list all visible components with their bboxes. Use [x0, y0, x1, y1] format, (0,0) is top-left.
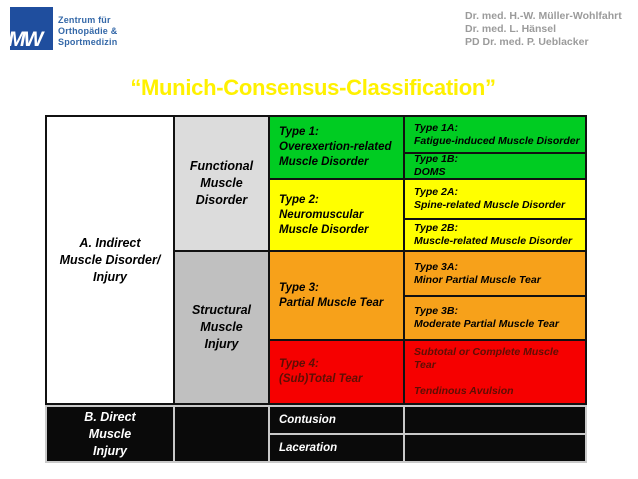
cell-type-3a: Type 3A: Minor Partial Muscle Tear [405, 252, 585, 295]
classification-table: A. Indirect Muscle Disorder/ Injury Func… [45, 115, 587, 405]
cell-laceration: Laceration [270, 435, 403, 461]
cell-type-2b: Type 2B: Muscle-related Muscle Disorder [405, 220, 585, 250]
cell-type-2: Type 2: Neuromuscular Muscle Disorder [270, 180, 403, 250]
type-4-detail-line: Tendinous Avulsion [414, 385, 514, 397]
cell-direct-injury: B. Direct Muscle Injury [47, 407, 173, 461]
type-4-detail-line: Subtotal or Complete Muscle Tear [414, 346, 559, 371]
slide-title: “Munich-Consensus-Classification” [130, 75, 496, 100]
cell-functional-disorder: Functional Muscle Disorder [175, 117, 268, 250]
author-name: Dr. med. H.-W. Müller-Wohlfahrt [465, 10, 622, 22]
cell-direct-empty [175, 407, 268, 461]
author-name: Dr. med. L. Hänsel [465, 23, 557, 35]
cell-type-1b: Type 1B: DOMS [405, 154, 585, 178]
organization-line: Sportmedizin [58, 37, 118, 47]
cell-type-4: Type 4: (Sub)Total Tear [270, 341, 403, 403]
cell-type-1a: Type 1A: Fatigue-induced Muscle Disorder [405, 117, 585, 152]
cell-type-3b: Type 3B: Moderate Partial Muscle Tear [405, 297, 585, 339]
cell-type-3: Type 3: Partial Muscle Tear [270, 252, 403, 339]
author-names: Dr. med. H.-W. Müller-Wohlfahrt Dr. med.… [465, 10, 622, 49]
cell-type-1: Type 1: Overexertion-related Muscle Diso… [270, 117, 403, 178]
cell-contusion-detail-empty [405, 407, 585, 433]
cell-contusion: Contusion [270, 407, 403, 433]
author-name: PD Dr. med. P. Ueblacker [465, 36, 589, 48]
cell-indirect-injury: A. Indirect Muscle Disorder/ Injury [47, 117, 173, 403]
organization-line: Zentrum für [58, 15, 111, 25]
cell-type-4-detail: Subtotal or Complete Muscle Tear Tendino… [405, 341, 585, 403]
cell-type-2a: Type 2A: Spine-related Muscle Disorder [405, 180, 585, 218]
direct-injury-table: B. Direct Muscle Injury Contusion Lacera… [45, 405, 587, 463]
organization-name: Zentrum für Orthopädie & Sportmedizin [58, 15, 117, 48]
organization-line: Orthopädie & [58, 26, 118, 36]
cell-laceration-detail-empty [405, 435, 585, 461]
cell-structural-injury: Structural Muscle Injury [175, 252, 268, 403]
mw-logo: MW [8, 7, 53, 51]
mw-logo-initials: MW [8, 28, 43, 51]
